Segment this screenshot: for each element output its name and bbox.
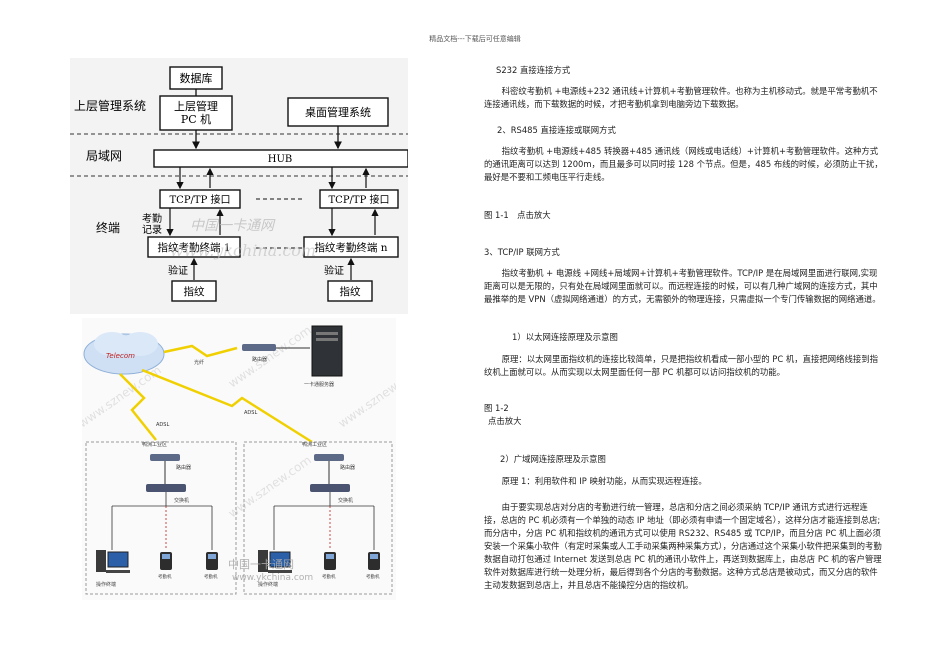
- paragraph-ethernet: 原理：以太网里面指纹机的连接比较简单，只是把指纹机看成一部小型的 PC 机，直接…: [484, 354, 878, 377]
- database-label: 数据库: [180, 71, 213, 85]
- desktop-system-box: [287, 97, 389, 127]
- terminal-1-box: [147, 236, 241, 258]
- adsl-link-left: [119, 373, 157, 441]
- server-label: 一卡通服务器: [304, 381, 334, 388]
- label-lan: 局域网: [86, 149, 122, 163]
- paragraph-rs232: 科密纹考勤机 +电源线+232 通讯线+计算机+考勤管理软件。也称为主机移动式。…: [484, 86, 878, 109]
- watermark-bottom-cn: 中国一卡通网: [228, 558, 294, 571]
- heading-ethernet: 1）以太网连接原理及示意图: [512, 332, 618, 342]
- fiber-label: 光纤: [194, 359, 204, 366]
- watermark-url: www.ykchina.com: [170, 241, 316, 260]
- switch-right-icon: [310, 484, 350, 492]
- switch-left-label: 交换机: [174, 497, 189, 504]
- paragraph-rs485: 指纹考勤机 +电源线+485 转换器+485 通讯线（网线或电话线）+计算机+考…: [484, 146, 883, 182]
- top-router-icon: [242, 344, 276, 351]
- fingerprint-left-label: 指纹: [184, 285, 205, 298]
- device-left-b-label: 考勤机: [204, 573, 218, 580]
- desktop-system-label: 桌面管理系统: [305, 105, 371, 119]
- adsl-left-label: ADSL: [156, 422, 169, 428]
- fiber-link: [163, 344, 238, 358]
- branch-zone-left: [85, 441, 237, 595]
- paragraph-wan-detail: 由于要实现总店对分店的考勤进行统一管理，总店和分店之间必须采纳 TCP/IP 通…: [484, 502, 882, 590]
- figure-1-2-label: 图 1-2: [484, 403, 509, 413]
- workstation-left-label: 操作终端: [96, 581, 116, 588]
- network-topology-svg: www.sznew.com www.sznew.com www.sznew.co…: [76, 318, 424, 600]
- network-topology-diagram[interactable]: www.sznew.com www.sznew.com www.sznew.co…: [76, 318, 424, 600]
- adsl-link-right: [141, 368, 313, 444]
- paragraph-tcpip: 指纹考勤机 + 电源线 +网线+局域网+计算机+考勤管理软件。TCP/IP 是在…: [484, 268, 881, 304]
- tcp-interface-right-label: TCP/TP 接口: [329, 193, 390, 206]
- adsl-right-label: ADSL: [244, 410, 257, 416]
- router-left-icon: [150, 454, 180, 461]
- top-router-label: 路由器: [252, 356, 267, 363]
- router-right-label: 路由器: [340, 464, 355, 471]
- terminal-n-label: 指纹考勤终端 n: [314, 241, 387, 254]
- device-left-a-label: 考勤机: [158, 573, 172, 580]
- figure-1-2-link[interactable]: 点击放大: [488, 416, 522, 426]
- switch-right-label: 交换机: [338, 497, 353, 504]
- paragraph-wan-principle: 原理 1：利用软件和 IP 映射功能，从而实现远程连接。: [501, 476, 707, 486]
- workstation-left-icon: [96, 550, 130, 573]
- tcp-interface-right: [319, 189, 399, 209]
- terminal-1-label: 指纹考勤终端 1: [157, 241, 230, 254]
- heading-rs485: 2、RS485 直接连接或联网方式: [497, 125, 616, 135]
- label-upper-system: 上层管理系统: [74, 98, 146, 113]
- fingerprint-right-label: 指纹: [340, 285, 361, 298]
- heading-wan: 2）广域网连接原理及示意图: [500, 454, 606, 464]
- verify-right-label: 验证: [324, 264, 344, 277]
- label-terminal: 终端: [96, 220, 120, 235]
- tcp-interface-left-label: TCP/TP 接口: [170, 193, 231, 206]
- attendance-record-label: 考勤记录: [142, 212, 162, 236]
- telecom-label: Telecom: [106, 352, 135, 360]
- fingerprint-left-box: [171, 280, 217, 302]
- router-left-label: 路由器: [176, 464, 191, 471]
- page-header: 精品文档---下载后可任意编辑: [429, 35, 521, 43]
- branch-right-label: 鸭洲工业区: [302, 441, 327, 448]
- hub-label: HUB: [268, 154, 293, 165]
- verify-left-label: 验证: [168, 264, 188, 277]
- workstation-right-label: 操作终端: [258, 581, 278, 588]
- workstation-right-icon: [258, 550, 292, 573]
- router-right-icon: [314, 454, 344, 461]
- heading-rs232: S232 直接连接方式: [496, 65, 571, 75]
- internet-cloud-icon: [83, 332, 165, 375]
- terminal-n-box: [303, 236, 399, 258]
- switch-left-icon: [146, 484, 186, 492]
- watermark-cn: 中国一卡通网: [190, 218, 276, 234]
- branch-left-label: 鸭洲工业区: [142, 441, 167, 448]
- tcp-interface-left: [159, 189, 241, 209]
- device-right-a-label: 考勤机: [322, 573, 336, 580]
- heading-tcpip: 3、TCP/IP 联网方式: [484, 247, 560, 257]
- fingerprint-right-box: [327, 280, 373, 302]
- figure-1-1-link[interactable]: 图 1-1 点击放大: [484, 210, 551, 220]
- device-right-b-label: 考勤机: [366, 573, 380, 580]
- watermark-bottom-url: www.ykchina.com: [232, 573, 313, 583]
